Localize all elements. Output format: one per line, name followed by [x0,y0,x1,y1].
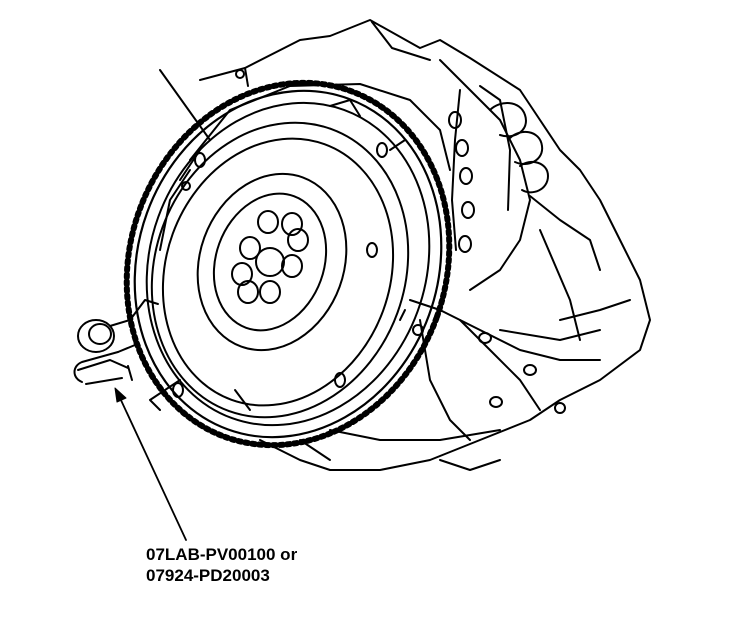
tool-part-number-line-1: 07LAB-PV00100 or [146,545,298,564]
tool-part-number-label: 07LAB-PV00100 or 07924-PD20003 [146,544,297,586]
tool-part-number-line-2: 07924-PD20003 [146,566,270,585]
callout-arrow [114,387,187,541]
crank-bolts [231,210,309,304]
flywheel-holder-tool-icon [73,299,159,385]
flywheel-ring-gear [123,79,453,449]
engine-block [159,19,651,471]
flywheel-icon [149,99,410,419]
